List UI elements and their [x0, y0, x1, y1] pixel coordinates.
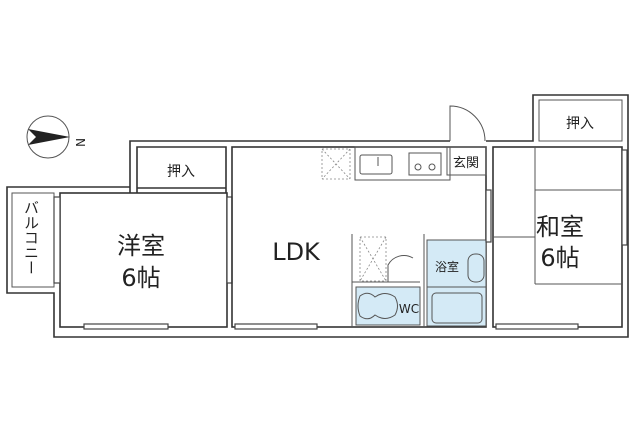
outer-walls [6, 94, 629, 338]
bathtub [431, 292, 483, 324]
window [53, 196, 61, 284]
window [495, 323, 579, 330]
closet-left-label: 押入 [167, 164, 195, 180]
toilet-icon [357, 292, 398, 320]
ldk-label: LDK [272, 238, 321, 266]
closet-right [538, 99, 623, 142]
entry-door[interactable] [449, 105, 486, 142]
japanese-room-label: 和室 [536, 213, 584, 241]
window [621, 149, 628, 246]
toilet-door[interactable] [387, 255, 414, 282]
balcony-label: バルコニー [22, 200, 40, 275]
western-room-label: 洋室 [117, 232, 165, 260]
entrance [446, 146, 487, 176]
western-room-size: 6帖 [121, 264, 160, 292]
sink-icon [359, 154, 393, 175]
japanese-room-size: 6帖 [540, 244, 579, 272]
washbasin [467, 253, 485, 283]
storage [359, 236, 387, 282]
north-label: N [73, 138, 87, 147]
kitchen-counter [321, 146, 451, 181]
bathroom-label: 浴室 [435, 259, 459, 274]
stove-icon [408, 152, 442, 176]
toilet-label: WC [399, 302, 419, 316]
window [485, 189, 492, 243]
window [83, 323, 169, 330]
western-room [59, 192, 228, 328]
closet-right-label: 押入 [566, 116, 594, 132]
window [234, 323, 318, 330]
bathroom [426, 239, 487, 327]
entrance-label: 玄関 [453, 156, 479, 171]
compass-icon [26, 115, 70, 159]
